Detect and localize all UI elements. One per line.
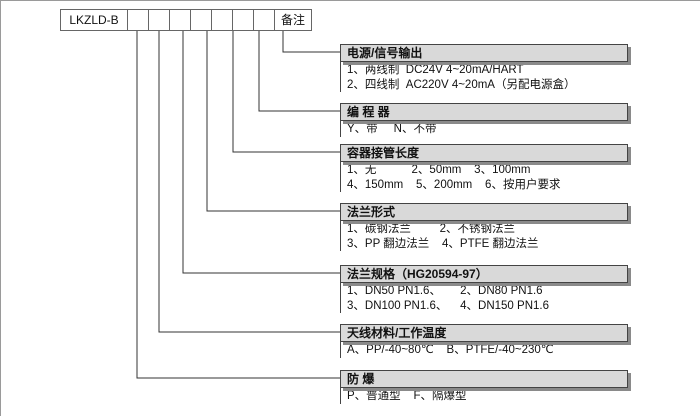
connector-4 xyxy=(206,31,340,212)
connector-3 xyxy=(232,31,340,153)
spec-options: 1、两线制 DC24V 4~20mA/HART 2、四线制 AC220V 4~20… xyxy=(340,62,628,92)
spec-options: 1、无 2、50mm 3、100mm 4、150mm 5、200mm 6、按用户要… xyxy=(340,162,628,192)
connector-2 xyxy=(258,31,340,112)
spec-options: Y、带 N、不带 xyxy=(340,121,628,137)
spec-option: 3、DN100 PN1.6、 4、DN150 PN1.6 xyxy=(347,299,549,312)
spec-options: 1、DN50 PN1.6、 2、DN80 PN1.6 3、DN100 PN1.6、… xyxy=(340,283,628,313)
spec-title: 容器接管长度 xyxy=(340,144,628,162)
spec-title: 电源/信号输出 xyxy=(340,44,628,62)
spec-option: 1、无 2、50mm 3、100mm xyxy=(347,164,531,176)
spec-title: 法兰形式 xyxy=(340,203,628,221)
spec-options: 1、碳钢法兰 2、不锈钢法兰 3、PP 翻边法兰 4、PTFE 翻边法兰 xyxy=(340,221,628,251)
spec-option: P、普通型 F、隔爆型 xyxy=(347,390,467,402)
connector-5 xyxy=(182,31,340,274)
note-cell: 备注 xyxy=(274,9,312,31)
spec-title: 天线材料/工作温度 xyxy=(340,324,628,342)
spec-option: 1、两线制 DC24V 4~20mA/HART xyxy=(347,64,524,76)
spec-flange-standard: 法兰规格（HG20594-97） 1、DN50 PN1.6、 2、DN80 PN… xyxy=(340,265,628,313)
connector-1 xyxy=(282,31,340,53)
spec-programmer: 编 程 器 Y、带 N、不带 xyxy=(340,103,628,137)
spec-option: Y、带 N、不带 xyxy=(347,123,437,135)
connector-6 xyxy=(158,31,340,333)
spec-options: P、普通型 F、隔爆型 xyxy=(340,388,628,404)
spec-power-output: 电源/信号输出 1、两线制 DC24V 4~20mA/HART 2、四线制 AC2… xyxy=(340,44,628,92)
frame-left-border xyxy=(0,0,1,416)
model-prefix-cell: LKZLD-B xyxy=(60,9,128,31)
spec-title: 法兰规格（HG20594-97） xyxy=(340,265,628,283)
model-code-row: LKZLD-B 备注 xyxy=(60,9,312,31)
spec-option: 1、碳钢法兰 2、不锈钢法兰 xyxy=(347,223,516,235)
spec-explosion-proof: 防 爆 P、普通型 F、隔爆型 xyxy=(340,370,628,404)
spec-option: 4、150mm 5、200mm 6、按用户要求 xyxy=(347,178,561,191)
spec-antenna-material: 天线材料/工作温度 A、PP/-40~80℃ B、PTFE/-40~230℃ xyxy=(340,324,628,358)
spec-option: 2、四线制 AC220V 4~20mA（另配电源盒） xyxy=(347,78,576,91)
spec-options: A、PP/-40~80℃ B、PTFE/-40~230℃ xyxy=(340,342,628,358)
spec-option: 1、DN50 PN1.6、 2、DN80 PN1.6 xyxy=(347,285,543,297)
spec-nozzle-length: 容器接管长度 1、无 2、50mm 3、100mm 4、150mm 5、200mm… xyxy=(340,144,628,192)
spec-flange-type: 法兰形式 1、碳钢法兰 2、不锈钢法兰 3、PP 翻边法兰 4、PTFE 翻边法兰 xyxy=(340,203,628,251)
spec-option: 3、PP 翻边法兰 4、PTFE 翻边法兰 xyxy=(347,237,539,250)
spec-option: A、PP/-40~80℃ B、PTFE/-40~230℃ xyxy=(347,344,554,356)
frame-top-border xyxy=(0,0,700,1)
spec-title: 防 爆 xyxy=(340,370,628,388)
spec-title: 编 程 器 xyxy=(340,103,628,121)
connector-7 xyxy=(136,31,340,379)
